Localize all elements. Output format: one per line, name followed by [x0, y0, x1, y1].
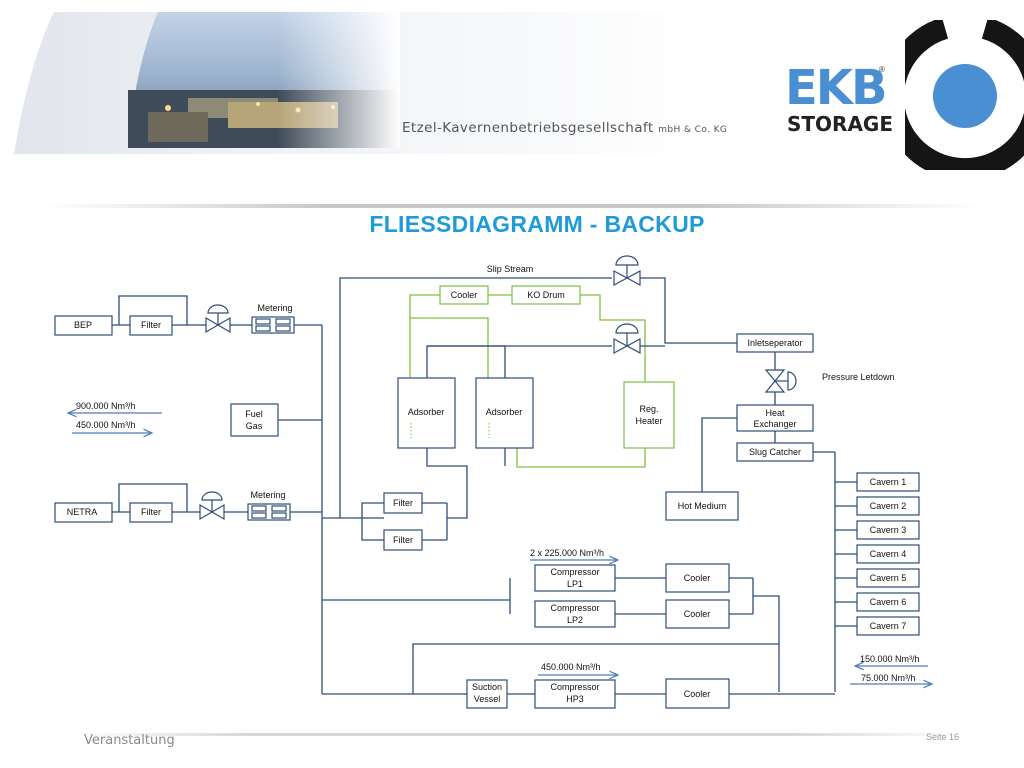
metering-label: Metering	[250, 490, 285, 500]
site-photo	[128, 12, 400, 148]
svg-text:LP1: LP1	[567, 579, 583, 589]
pressure-letdown-valve-icon	[764, 369, 797, 393]
svg-text:KO Drum: KO Drum	[527, 290, 565, 300]
svg-text:Filter: Filter	[393, 535, 413, 545]
cooler-box	[665, 563, 730, 593]
valve-icon	[199, 491, 225, 521]
process-lines	[112, 277, 857, 695]
flow-label: 2 x 225.000 Nm³/h	[530, 548, 604, 558]
svg-text:Filter: Filter	[141, 507, 161, 517]
flow-label: 450.000 Nm³/h	[541, 662, 601, 672]
flow-label: 450.000 Nm³/h	[76, 420, 136, 430]
cooler-box	[665, 678, 730, 709]
valve-icon	[613, 323, 641, 355]
cavern-box	[856, 520, 920, 540]
metering-icon	[251, 316, 295, 334]
slide-title: FLIESSDIAGRAMM - BACKUP	[369, 211, 705, 237]
cavern-box	[856, 568, 920, 588]
page-number: Seite 16	[926, 732, 960, 742]
cavern-box	[856, 592, 920, 612]
svg-text:Filter: Filter	[393, 498, 413, 508]
svg-text:Cooler: Cooler	[684, 689, 711, 699]
svg-text:Adsorber: Adsorber	[408, 407, 445, 417]
compressor-lp1-box	[534, 564, 616, 592]
cavern-label: Cavern 6	[870, 597, 907, 607]
inletseperator-box	[736, 333, 814, 353]
svg-text:®: ®	[879, 65, 885, 74]
svg-text:EKB: EKB	[785, 60, 886, 116]
svg-text:Cooler: Cooler	[684, 609, 711, 619]
hot-medium-box	[665, 491, 739, 521]
footer-divider	[70, 733, 970, 736]
svg-text:HP3: HP3	[566, 694, 584, 704]
cavern-box	[856, 616, 920, 636]
svg-text:Vessel: Vessel	[474, 694, 501, 704]
svg-text:Reg.: Reg.	[639, 404, 658, 414]
cavern-box	[856, 496, 920, 516]
company-name: Etzel-Kavernenbetriebsgesellschaft mbH &…	[402, 120, 728, 136]
adsorber-box	[397, 377, 456, 449]
svg-text:Suction: Suction	[472, 682, 502, 692]
flow-label: 150.000 Nm³/h	[860, 654, 920, 664]
filter-box	[129, 502, 173, 523]
svg-text:BEP: BEP	[74, 320, 92, 330]
svg-text:Heater: Heater	[635, 416, 662, 426]
netra-box	[54, 502, 113, 523]
flow-arrows	[68, 413, 932, 684]
cavern-label: Cavern 4	[870, 549, 907, 559]
svg-text:Slug Catcher: Slug Catcher	[749, 447, 801, 457]
svg-text:Exchanger: Exchanger	[753, 419, 796, 429]
ekb-ring-mark	[905, 20, 1024, 170]
cavern-label: Cavern 5	[870, 573, 907, 583]
cavern-box	[856, 544, 920, 564]
footer-event: Veranstaltung	[84, 733, 175, 748]
cooler-box	[665, 599, 730, 629]
cooler-box	[439, 285, 489, 305]
fuel-gas-box	[230, 403, 279, 437]
ko-drum-box	[511, 285, 581, 305]
flow-label: 75.000 Nm³/h	[861, 673, 916, 683]
filter-box	[129, 315, 173, 336]
cavern-box	[856, 472, 920, 492]
cavern-label: Cavern 3	[870, 525, 907, 535]
svg-text:LP2: LP2	[567, 615, 583, 625]
compressor-hp3-box	[534, 679, 616, 709]
svg-text:Compressor: Compressor	[550, 603, 599, 613]
svg-text:Filter: Filter	[141, 320, 161, 330]
svg-text:Hot Medium: Hot Medium	[678, 501, 727, 511]
valve-icon	[613, 255, 641, 287]
pressure-letdown-label: Pressure Letdown	[822, 372, 895, 382]
filter-box	[383, 492, 423, 514]
cavern-label: Cavern 1	[870, 477, 907, 487]
suction-vessel-box	[466, 679, 508, 709]
ekb-storage-logo: EKB ® STORAGE	[785, 60, 893, 136]
svg-text:Gas: Gas	[246, 421, 263, 431]
filter-box	[383, 529, 423, 551]
flow-label: 900.000 Nm³/h	[76, 401, 136, 411]
divider	[40, 204, 984, 208]
compressor-lp2-box	[534, 600, 616, 628]
cavern-label: Cavern 2	[870, 501, 907, 511]
svg-text:Cooler: Cooler	[684, 573, 711, 583]
valve-icon	[205, 304, 231, 334]
svg-text:STORAGE: STORAGE	[787, 112, 893, 136]
cavern-label: Cavern 7	[870, 621, 907, 631]
svg-text:Cooler: Cooler	[451, 290, 478, 300]
svg-text:Heat: Heat	[765, 408, 785, 418]
metering-icon	[247, 503, 291, 521]
slip-stream-label: Slip Stream	[487, 264, 534, 274]
bep-box	[54, 315, 113, 336]
slug-catcher-box	[736, 442, 814, 462]
heat-exchanger-box	[736, 404, 814, 432]
reg-heater-box	[623, 381, 675, 449]
svg-text:Compressor: Compressor	[550, 682, 599, 692]
svg-text:Adsorber: Adsorber	[486, 407, 523, 417]
svg-text:Fuel: Fuel	[245, 409, 263, 419]
metering-label: Metering	[257, 303, 292, 313]
svg-text:NETRA: NETRA	[67, 507, 98, 517]
svg-text:Inletseperator: Inletseperator	[747, 338, 802, 348]
adsorber-box	[475, 377, 534, 449]
svg-text:Compressor: Compressor	[550, 567, 599, 577]
